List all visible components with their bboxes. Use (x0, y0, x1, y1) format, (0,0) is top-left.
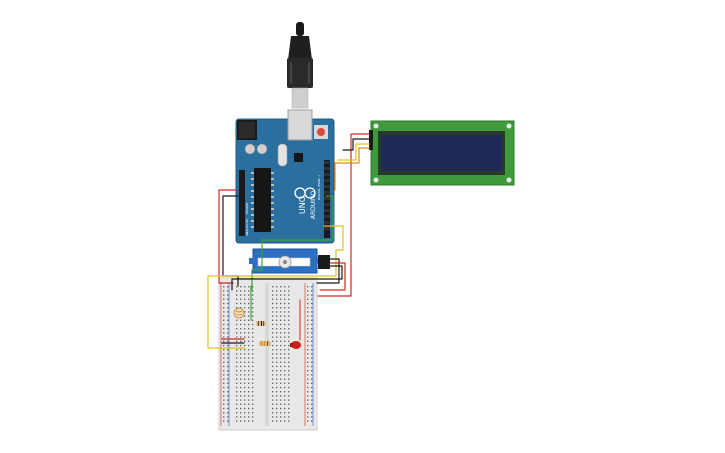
servo-motor[interactable] (249, 248, 330, 274)
resistor-1[interactable] (256, 321, 266, 326)
digital-label: DIGITAL (PWM~) (317, 175, 321, 200)
wire-lcd-red (317, 133, 370, 297)
breadboard-holes (223, 286, 313, 422)
breadboard[interactable] (218, 277, 318, 431)
servo-connector (318, 255, 330, 269)
usb-port (287, 109, 313, 141)
photoresistor-icon[interactable] (233, 307, 245, 319)
wire-lcd-orange (334, 147, 370, 191)
board-logo-text: UNO (298, 196, 307, 214)
wire-lcd-yellow (337, 143, 370, 161)
board-brand-text: ARDUINO (310, 191, 317, 220)
lcd-pin-scl: SCL (361, 145, 367, 149)
reset-button-icon[interactable] (314, 125, 328, 139)
lcd-pin-vcc: VCC (361, 135, 367, 139)
wire-green (251, 195, 334, 291)
lcd-display[interactable]: GND VCC SDA SCL (360, 120, 515, 186)
wire-servo-red (319, 262, 346, 291)
analog-label: ANALOG IN (245, 219, 249, 236)
arduino-uno-board[interactable]: UNO ARDUINO DIGITAL (PWM~) POWER ANALOG … (235, 109, 335, 244)
wires (207, 133, 370, 349)
usb-cable-icon[interactable] (287, 22, 313, 109)
wire-red-5v (218, 189, 237, 284)
wire-servo-signal (231, 265, 343, 291)
led-icon[interactable] (290, 341, 301, 349)
lcd-pin-labels: GND VCC SDA SCL (360, 130, 368, 149)
power-analog-header (239, 170, 245, 236)
atmega-chip (254, 168, 271, 232)
lcd-i2c-header (369, 130, 373, 150)
lcd-screen (381, 135, 502, 171)
wire-lcd-black (342, 138, 370, 151)
lcd-pin-gnd: GND (360, 130, 368, 134)
resistor-2[interactable] (259, 341, 271, 346)
power-label: POWER (245, 203, 249, 214)
lcd-pin-sda: SDA (361, 140, 368, 144)
wire-servo-black (316, 258, 340, 284)
